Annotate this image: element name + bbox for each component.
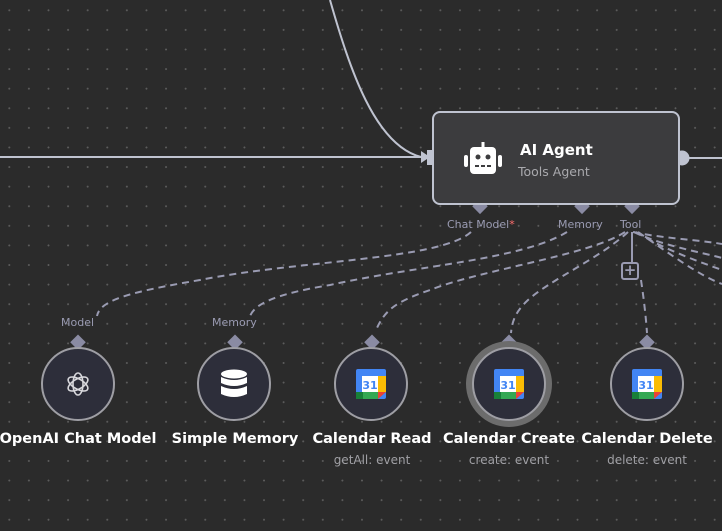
connection-tool-extra-3[interactable]: [637, 231, 722, 285]
openai-node-title: OpenAI Chat Model: [0, 431, 157, 447]
memory-input-handle-label: Memory: [212, 316, 257, 329]
connection-memory[interactable]: [249, 231, 568, 317]
calendar-delete-node-subtitle: delete: event: [607, 453, 687, 467]
arrow-head-icon: [421, 151, 430, 163]
required-marker: *: [509, 218, 515, 231]
calendar-delete-node[interactable]: 31: [610, 347, 684, 421]
openai-chat-model-node[interactable]: [41, 347, 115, 421]
connection-tool-delete[interactable]: [640, 279, 648, 334]
ai-agent-node[interactable]: AI Agent Tools Agent: [432, 111, 680, 205]
database-icon: [221, 369, 247, 397]
calendar-read-node-title: Calendar Read: [312, 431, 432, 447]
model-handle-label: Model: [61, 316, 95, 329]
calendar-create-node[interactable]: 31: [472, 347, 546, 421]
calendar-delete-node-title: Calendar Delete: [581, 431, 713, 447]
robot-icon: [464, 142, 502, 174]
calendar-day-text: 31: [638, 379, 653, 392]
connection-tool-extra-2[interactable]: [635, 231, 722, 271]
connection-chat-model[interactable]: [96, 231, 472, 317]
simple-memory-handle[interactable]: [227, 334, 243, 351]
calendar-day-text: 31: [362, 379, 377, 392]
agent-subtitle: Tools Agent: [518, 164, 590, 179]
google-calendar-icon: 31: [494, 369, 524, 399]
memory-handle-label: Memory: [558, 218, 603, 231]
google-calendar-icon: 31: [632, 369, 662, 399]
connection-tool-extra-1[interactable]: [633, 231, 722, 259]
openai-handle[interactable]: [70, 334, 86, 351]
connection-tool-read[interactable]: [375, 231, 626, 331]
chat-model-label-text: Chat Model: [447, 218, 510, 231]
calendar-read-handle[interactable]: [364, 334, 380, 351]
google-calendar-icon: 31: [356, 369, 386, 399]
openai-icon: [67, 372, 89, 396]
calendar-delete-handle[interactable]: [639, 334, 655, 351]
calendar-create-node-subtitle: create: event: [468, 453, 550, 467]
calendar-read-node-subtitle: getAll: event: [333, 453, 411, 467]
add-tool-button[interactable]: +: [621, 262, 639, 280]
tool-handle-label: Tool: [620, 218, 642, 231]
calendar-read-node[interactable]: 31: [334, 347, 408, 421]
simple-memory-node[interactable]: [197, 347, 271, 421]
agent-title: AI Agent: [520, 141, 593, 159]
calendar-create-handle[interactable]: [501, 334, 517, 351]
connection-tool-create[interactable]: [510, 231, 629, 334]
connection-trigger-input[interactable]: [329, 0, 422, 158]
input-handle[interactable]: [427, 150, 435, 165]
calendar-day-text: 31: [500, 379, 515, 392]
calendar-create-node-title: Calendar Create: [442, 431, 576, 447]
simple-memory-node-title: Simple Memory: [171, 431, 299, 447]
chat-model-handle-label: Chat Model*: [447, 218, 515, 231]
